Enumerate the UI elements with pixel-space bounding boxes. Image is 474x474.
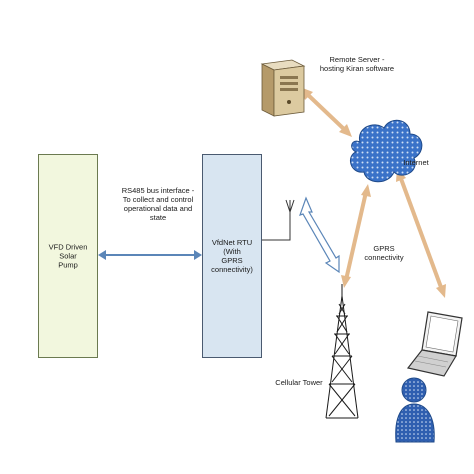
antenna-icon xyxy=(262,199,295,241)
cellular-tower-label: Cellular Tower xyxy=(275,378,323,387)
radio-link-arrow xyxy=(299,196,340,274)
internet-label: Internet xyxy=(403,158,429,167)
gprs-link-arrow xyxy=(341,184,371,288)
rs485-link-arrow xyxy=(98,250,202,260)
rtu-label: VfdNet RTU (With GPRS connectivity) xyxy=(211,238,253,274)
cellular-tower-icon xyxy=(325,284,359,419)
rs485-link-label: RS485 bus interface - To collect and con… xyxy=(121,186,195,222)
laptop-icon xyxy=(406,311,463,377)
solar-pump-label: VFD Driven Solar Pump xyxy=(48,242,88,270)
gprs-label: GPRS connectivity xyxy=(364,244,404,262)
solar-pump-box: VFD Driven Solar Pump xyxy=(38,154,98,358)
server-icon xyxy=(260,59,306,117)
rtu-box: VfdNet RTU (With GPRS connectivity) xyxy=(202,154,262,358)
internet-cloud-icon xyxy=(349,119,423,183)
server-internet-arrow xyxy=(300,87,352,137)
internet-laptop-arrow xyxy=(396,168,446,298)
remote-server-label: Remote Server - hosting Kiran software xyxy=(319,55,395,73)
user-icon xyxy=(395,377,435,443)
